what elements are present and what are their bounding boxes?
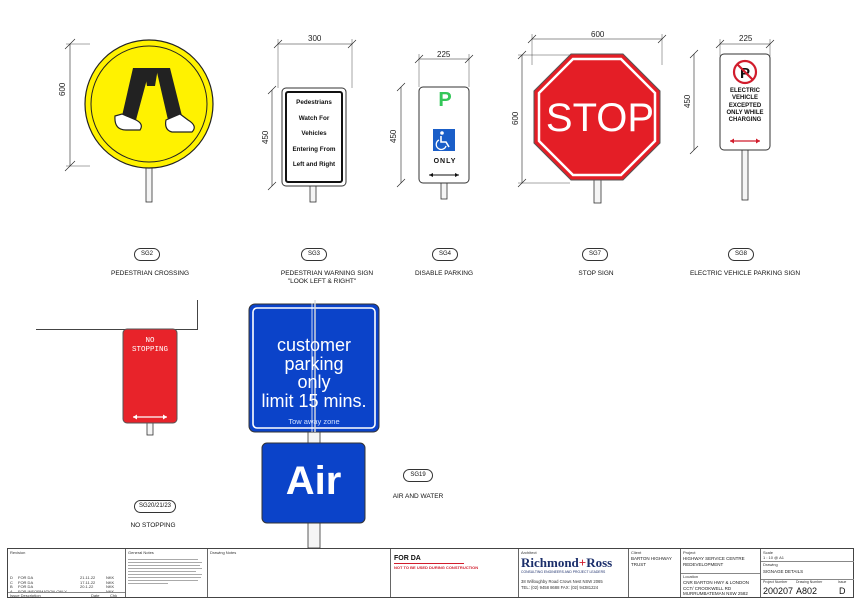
sg4-disable-parking-drawing — [385, 45, 485, 210]
revision-list: D FOR DA 21.11.22 NKK C FOR DA 17.11.22 … — [10, 575, 122, 594]
revision-row: B FOR DA 20.1.22 NKK — [10, 584, 115, 589]
status-underline — [394, 563, 464, 564]
sg19-tag: SG19 — [403, 469, 433, 482]
sg4-tag: SG4 — [432, 248, 458, 261]
status-subtext: NOT TO BE USED DURING CONSTRUCTION — [394, 565, 479, 570]
revision-row: D FOR DA 21.11.22 NKK — [10, 575, 115, 580]
status-text: FOR DA — [394, 555, 421, 562]
sg8-sign-text: ELECTRIC VEHICLE EXCEPTED ONLY WHILE CHA… — [726, 88, 764, 124]
firm-phone: TEL: (02) 9458 8688 FAX: (02) 94381224 — [521, 585, 599, 590]
revision-label: Revision — [10, 550, 26, 555]
sg2-height-dimension: 600 — [58, 82, 67, 96]
sg3-caption-line1: PEDESTRIAN WARNING SIGN — [280, 270, 374, 277]
title-block: Revision D FOR DA 21.11.22 NKK C FOR DA … — [7, 548, 854, 598]
air-sign-text: Air — [285, 459, 342, 503]
scale-label: Scale — [763, 550, 774, 555]
drawing-title: SIGNAGE DETAILS — [763, 569, 804, 574]
date-label: Date — [91, 593, 100, 598]
location-label: Location — [683, 574, 699, 579]
location-name: CNR BARTON HWY & LONDON CCT/ CROOKWELL R… — [683, 580, 750, 596]
project-number-label: Project Number — [763, 580, 788, 584]
pedestrian-crossing-sign — [64, 38, 214, 203]
firm-address: 38 Willoughby Road Crows Nest NSW 2065 — [521, 579, 603, 584]
sg3-height-dimension: 450 — [261, 130, 270, 144]
customer-parking-drawing — [245, 300, 385, 549]
sg2-pedestrian-crossing-drawing — [60, 34, 230, 214]
sg8-width-dimension: 225 — [739, 34, 753, 43]
drawing-number-label: Drawing Number — [796, 580, 823, 584]
customer-parking-small-text: Tow away zone — [288, 417, 340, 426]
sg7-caption: STOP SIGN — [578, 270, 614, 277]
issue-letter: D — [839, 586, 846, 596]
sg8-tag: SG8 — [728, 248, 754, 261]
project-number: 200207 — [763, 586, 794, 596]
drawing-number: A802 — [796, 586, 818, 596]
sg7-height-dimension: 600 — [511, 111, 520, 125]
sg4-caption: DISABLE PARKING — [414, 270, 474, 277]
project-label: Project — [683, 550, 696, 555]
issue-description-label: Issue Description — [10, 593, 41, 598]
sg4-parking-letter: P — [438, 89, 452, 111]
sg2-tag: SG2 — [134, 248, 160, 261]
drawing-label: Drawing — [763, 562, 778, 567]
sg20-tag: SG20/21/23 — [134, 500, 176, 513]
sg7-tag: SG7 — [582, 248, 608, 261]
general-notes-text — [128, 557, 204, 586]
sg8-ev-parking-drawing: P — [680, 30, 790, 210]
no-stopping-drawing — [115, 325, 185, 440]
revision-row: C FOR DA 17.11.22 NKK — [10, 579, 115, 585]
architect-label: Architect — [521, 550, 537, 555]
scale-value: 1 : 10 @ A1 — [763, 555, 784, 560]
revision-row: A FOR INFORMATION ONLY NKK — [10, 588, 115, 594]
detail-border-line — [36, 329, 198, 330]
sg7-stop-sign-drawing — [510, 25, 680, 215]
client-label: Client — [631, 550, 642, 555]
sg7-width-dimension: 600 — [591, 30, 605, 39]
customer-parking-sign-text: customer parking only limit 15 mins. — [261, 335, 367, 411]
sg4-only-text: ONLY — [433, 158, 457, 165]
chk-label: Chk — [110, 593, 118, 598]
drawing-notes-label: Drawing Notes — [210, 550, 237, 555]
sg3-tag: SG3 — [301, 248, 327, 261]
detail-border-line-vertical — [197, 300, 198, 330]
sg7-stop-text: STOP — [545, 96, 655, 140]
firm-logo: Richmond+Ross — [521, 555, 613, 570]
general-notes-label: General Notes — [128, 550, 154, 555]
firm-tagline: CONSULTING ENGINEERS AND PROJECT LEADERS — [521, 570, 606, 574]
sg19-caption: AIR AND WATER — [392, 493, 444, 500]
sg8-height-dimension: 450 — [683, 94, 692, 108]
sg3-width-dimension: 300 — [308, 34, 322, 43]
issue-label: Issue — [838, 580, 847, 584]
sg3-warning-sign-drawing — [260, 30, 380, 210]
sg4-width-dimension: 225 — [437, 50, 451, 59]
sg20-caption: NO STOPPING — [130, 522, 176, 529]
sg2-caption: PEDESTRIAN CROSSING — [110, 270, 189, 277]
sg3-caption-line2: "LOOK LEFT & RIGHT" — [287, 278, 357, 285]
no-stopping-sign-text: NO STOPPING — [131, 337, 168, 354]
client-name: BARTON HIGHWAY TRUST — [631, 556, 672, 567]
sg3-sign-text: Pedestrians Watch For Vehicles Entering … — [292, 99, 336, 168]
sg8-caption: ELECTRIC VEHICLE PARKING SIGN — [689, 270, 801, 277]
sg4-height-dimension: 450 — [389, 129, 398, 143]
project-name: HIGHWAY SERVICE CENTRE REDEVELOPMENT — [683, 556, 745, 567]
